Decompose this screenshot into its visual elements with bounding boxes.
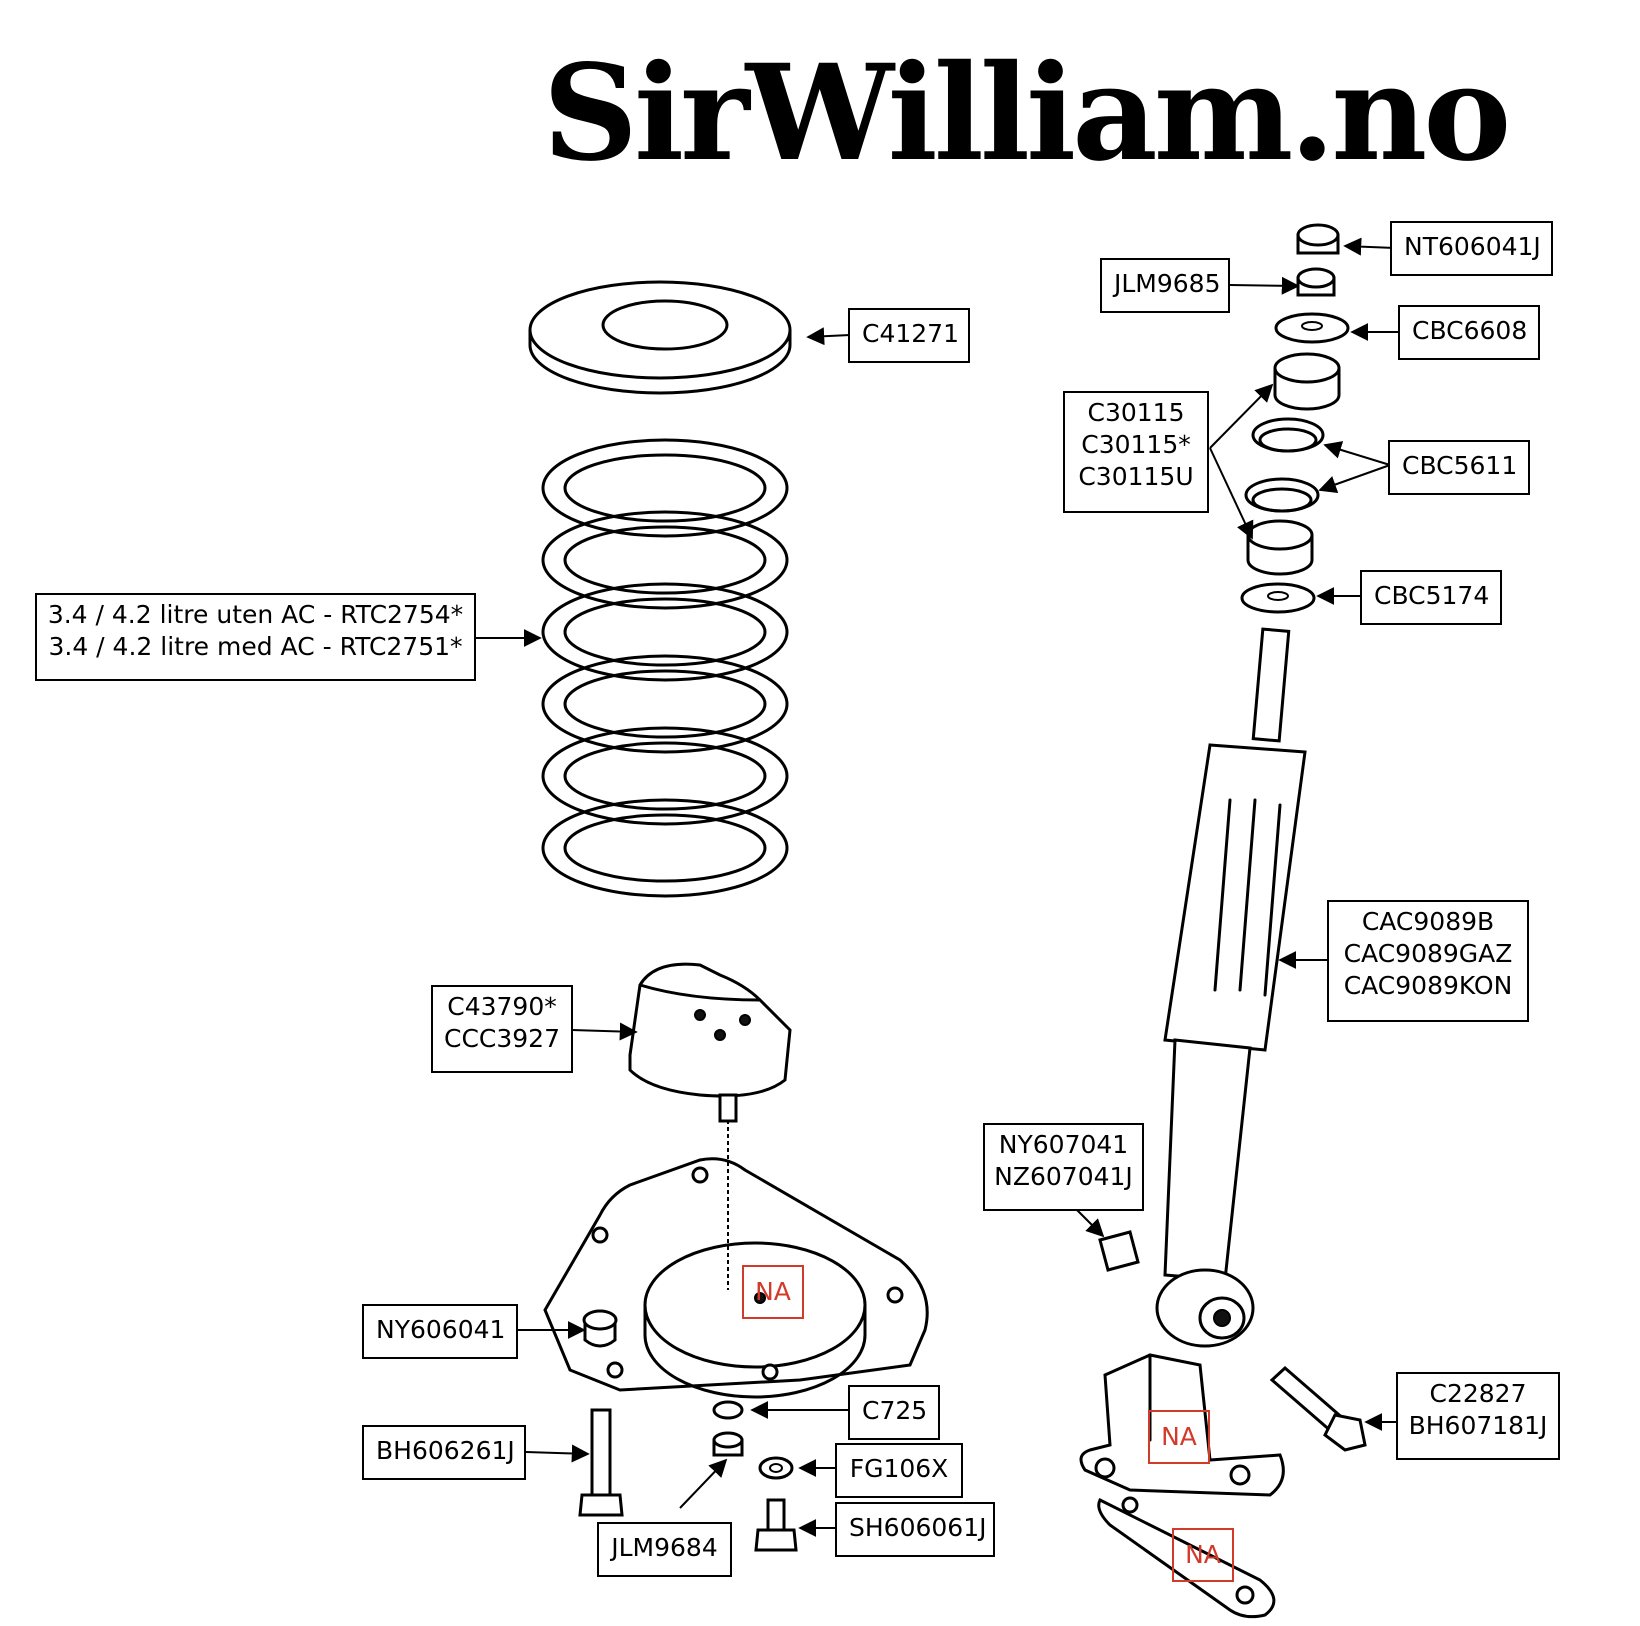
- label-cac9089: CAC9089B CAC9089GAZ CAC9089KON: [1327, 900, 1529, 1022]
- coil-spring-drawing: [541, 438, 789, 898]
- label-c41271: C41271: [848, 308, 970, 363]
- brand-logo: SirWilliam.no: [542, 36, 1512, 191]
- label-bh606261j: BH606261J: [362, 1425, 526, 1480]
- mounting-plate-drawing: [543, 1120, 929, 1399]
- label-spring: 3.4 / 4.2 litre uten AC - RTC2754* 3.4 /…: [35, 593, 476, 681]
- label-c30115: C30115 C30115* C30115U: [1063, 391, 1209, 513]
- long-bolt-drawing: [1269, 1365, 1367, 1452]
- nyloc-nut-drawing: [1098, 1230, 1140, 1272]
- lower-hardware-drawing: [578, 1400, 798, 1552]
- label-c43790: C43790* CCC3927: [431, 985, 573, 1073]
- label-ny606041: NY606041: [362, 1304, 518, 1359]
- na-marker-lower-link: NA: [1172, 1528, 1234, 1582]
- label-sh606061j: SH606061J: [835, 1502, 995, 1557]
- label-jlm9685: JLM9685: [1100, 258, 1230, 313]
- label-c22827: C22827 BH607181J: [1396, 1372, 1560, 1460]
- label-nt606041j: NT606041J: [1390, 221, 1553, 276]
- label-cbc5611: CBC5611: [1388, 440, 1530, 495]
- leader-lines: [476, 237, 1400, 1537]
- label-fg106x: FG106X: [835, 1443, 963, 1498]
- label-cbc5174: CBC5174: [1360, 570, 1502, 625]
- lower-bracket-drawing: [1079, 1353, 1285, 1619]
- label-ny607041: NY607041 NZ607041J: [983, 1123, 1144, 1211]
- label-cbc6608: CBC6608: [1398, 305, 1540, 360]
- label-c725: C725: [848, 1385, 940, 1440]
- na-marker-lower-bracket: NA: [1148, 1410, 1210, 1464]
- na-marker-mounting-plate: NA: [742, 1265, 804, 1319]
- top-hardware-drawing: [1240, 223, 1350, 614]
- shock-absorber-drawing: [1155, 627, 1307, 1348]
- spring-seat-drawing: [528, 280, 792, 395]
- bump-stop-drawing: [628, 962, 792, 1123]
- label-jlm9684: JLM9684: [597, 1522, 732, 1577]
